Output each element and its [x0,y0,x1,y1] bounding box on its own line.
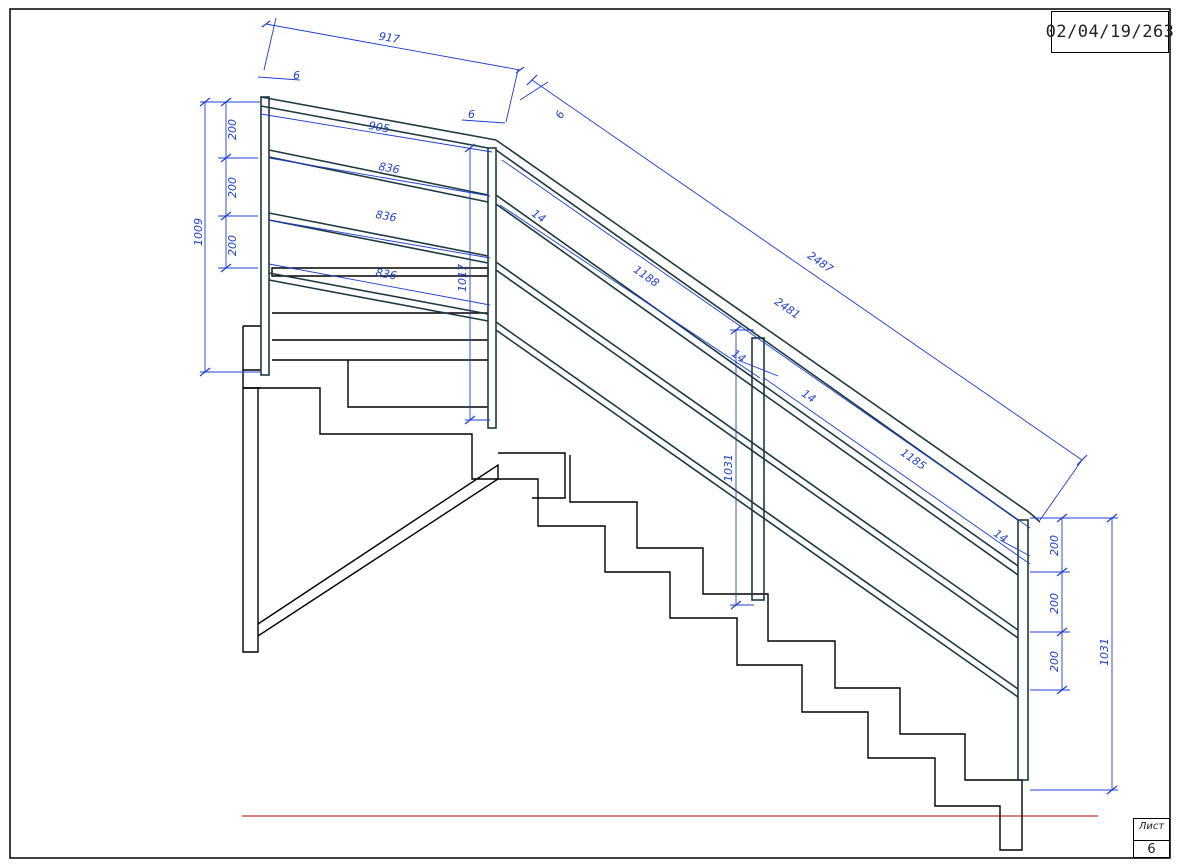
dim-6-mid: 6 [468,108,475,121]
dim-200-b: 200 [226,177,239,198]
dimension-ticks [199,20,1118,795]
sheet-number: 6 [1147,842,1156,857]
upper-steps-riser [272,312,488,408]
stair-handrail [495,139,1041,523]
drawing-frame [9,8,1171,859]
landing-edge [243,325,261,389]
dim-200-end-c: 200 [1048,651,1061,672]
upper-left-post [260,96,270,376]
stair-structure [242,267,1023,851]
dim-200-end-a: 200 [1048,535,1061,556]
railing [260,96,1041,781]
main-stair-stringer [498,452,1023,851]
stair-rail-3 [495,321,1019,698]
landing-support-frame [242,326,259,653]
dim-836-3: 836 [375,266,398,282]
dimension-lines [200,17,1118,791]
dim-1188: 1188 [631,263,661,290]
upper-steps [258,387,498,480]
dim-1031-end: 1031 [1098,638,1111,666]
dim-6-left: 6 [293,69,300,82]
stair-rail-2 [495,261,1019,639]
dim-200-c: 200 [226,235,239,256]
dim-1017: 1017 [456,264,469,292]
sheet-number-box: Лист 6 [1133,818,1170,858]
dim-917: 917 [378,30,401,46]
upper-rail-3 [268,272,489,322]
sheet-label: Лист [1138,821,1165,832]
sheet-divider [1134,840,1169,841]
stair-rail-1 [495,194,1019,576]
upper-right-post [487,147,497,429]
dim-200-end-b: 200 [1048,593,1061,614]
dim-14-a: 14 [529,207,548,226]
dim-836-1: 836 [378,160,401,176]
dim-1185: 1185 [898,446,928,473]
upper-rail-2 [268,212,489,264]
dim-836-2: 836 [375,208,398,224]
dim-14-c: 14 [799,387,818,406]
landing-support-inner [257,463,499,637]
stair-end-post [1017,519,1029,781]
document-code: 02/04/19/263 [1046,11,1174,53]
dim-6-stair: 6 [553,108,568,121]
dim-2481: 2481 [772,295,802,322]
dim-1009: 1009 [192,218,205,246]
dim-1031-mid: 1031 [722,454,735,482]
dim-905: 905 [368,119,391,135]
upper-handrail [260,96,497,149]
dim-14-d: 14 [991,527,1010,546]
upper-rail-1 [268,149,489,203]
dim-200-a: 200 [226,119,239,140]
